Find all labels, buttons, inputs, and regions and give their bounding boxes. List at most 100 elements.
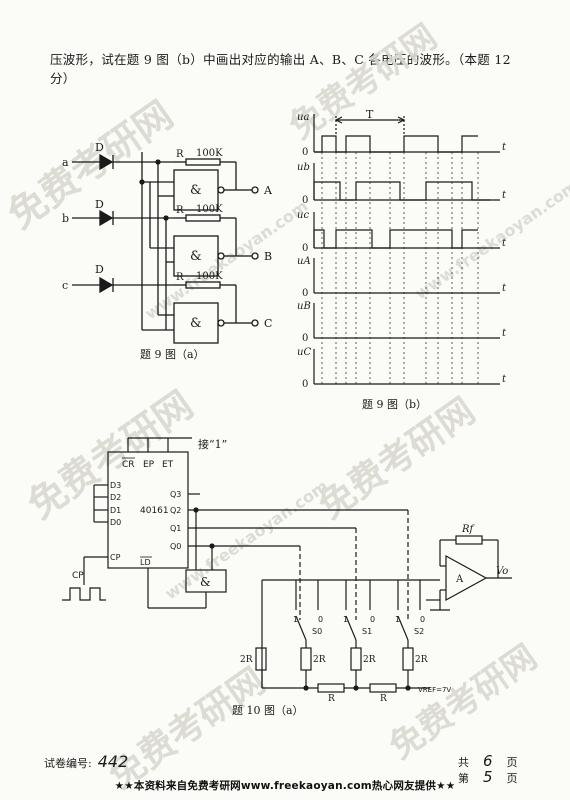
ld-pin: LD bbox=[140, 558, 151, 567]
s2-pos1: 1 bbox=[395, 615, 400, 624]
resistor-2r-label: 2R bbox=[415, 655, 428, 665]
zero-label: 0 bbox=[302, 288, 308, 299]
q3-pin: Q3 bbox=[170, 490, 181, 499]
gate1-symbol: & bbox=[190, 183, 202, 198]
zero-label: 0 bbox=[302, 147, 308, 158]
et-pin: ET bbox=[162, 460, 174, 470]
s1-pos1: 1 bbox=[343, 615, 348, 624]
d3-pin: D3 bbox=[110, 481, 121, 490]
watermark-en-2: www.freekaoyan.com bbox=[411, 176, 570, 303]
resistor-r-label: R bbox=[380, 694, 387, 704]
gate3-symbol: & bbox=[190, 316, 202, 331]
question-intro: 压波形，试在题 9 图（b）中画出对应的输出 A、B、C 各电压的波形。（本题 … bbox=[50, 52, 511, 86]
time-label: t bbox=[502, 283, 507, 294]
switch-s1-label: S1 bbox=[362, 627, 372, 636]
vo-label: Vo bbox=[496, 566, 508, 577]
input-b-label: b bbox=[62, 212, 69, 225]
resistor-label-3: R bbox=[176, 272, 184, 283]
wave-label-ub: ub bbox=[297, 162, 310, 173]
chip-name: 40161 bbox=[140, 506, 169, 516]
exam-code-label: 试卷编号: bbox=[44, 757, 92, 770]
wave-label-uc: uc bbox=[297, 210, 309, 221]
current-page: 5 bbox=[483, 768, 493, 786]
current-unit: 页 bbox=[506, 772, 518, 785]
diode-label-3: D bbox=[95, 263, 104, 276]
wave-label-uA: uA bbox=[297, 256, 311, 267]
q1-pin: Q1 bbox=[170, 524, 181, 533]
resistor-2r-label: 2R bbox=[313, 655, 326, 665]
exam-code-value: 442 bbox=[97, 752, 129, 771]
opamp-label: A bbox=[455, 574, 464, 585]
input-a-label: a bbox=[62, 156, 69, 169]
switch-s0-label: S0 bbox=[312, 627, 322, 636]
watermark-en-3: www.freekaoyan.com bbox=[161, 476, 331, 603]
s2-pos0: 0 bbox=[420, 615, 425, 624]
fig10a-circuit bbox=[62, 437, 512, 693]
zero-label: 0 bbox=[302, 195, 308, 206]
zero-label: 0 bbox=[302, 333, 308, 344]
gate2-symbol: & bbox=[190, 249, 202, 264]
fig9b-gridlines bbox=[321, 152, 479, 384]
q2-pin: Q2 bbox=[170, 506, 181, 515]
diode-label-2: D bbox=[95, 198, 104, 211]
total-label: 共 bbox=[458, 756, 469, 769]
resistor-value-3: 100K bbox=[196, 271, 223, 282]
switch-s2-label: S2 bbox=[414, 627, 424, 636]
watermark-cn-1: 免费考研网 bbox=[0, 92, 181, 237]
current-label: 第 bbox=[458, 772, 469, 785]
resistor-r-label: R bbox=[328, 694, 335, 704]
fig9b-labels: ua ub uc uA uB uC 0 0 0 0 0 0 t t t t t … bbox=[297, 108, 507, 411]
source-banner: ★★本资料来自免费考研网www.freekaoyan.com热心网友提供★★ bbox=[114, 780, 456, 792]
fig9a-circuit bbox=[72, 152, 259, 344]
time-label: t bbox=[502, 374, 507, 385]
wave-label-ua: ua bbox=[297, 112, 309, 123]
output-a-label: A bbox=[263, 184, 273, 197]
watermark-cn-4: 免费考研网 bbox=[312, 391, 483, 528]
fig9b-waveforms bbox=[313, 114, 500, 385]
watermark-cn-2: 免费考研网 bbox=[282, 17, 444, 147]
cp-pin: CP bbox=[110, 553, 121, 562]
d2-pin: D2 bbox=[110, 493, 121, 502]
period-label: T bbox=[366, 108, 374, 121]
watermark-cn-6: 免费考研网 bbox=[382, 637, 544, 767]
diode-label-1: D bbox=[95, 141, 104, 154]
time-label: t bbox=[502, 142, 507, 153]
total-pages: 6 bbox=[483, 752, 493, 770]
s0-pos0: 0 bbox=[318, 615, 323, 624]
resistor-2r-label: 2R bbox=[240, 655, 253, 665]
fig9a-caption: 题 9 图（a） bbox=[140, 348, 205, 361]
wave-label-uC: uC bbox=[297, 347, 311, 358]
resistor-2r-label: 2R bbox=[363, 655, 376, 665]
fig10a-labels: 接“1” CR EP ET D3 D2 D1 D0 40161 Q3 Q2 Q1… bbox=[72, 438, 508, 717]
input-c-label: c bbox=[62, 279, 68, 292]
output-c-label: C bbox=[264, 317, 272, 330]
cr-pin: CR bbox=[122, 460, 135, 470]
zero-label: 0 bbox=[302, 243, 308, 254]
resistor-value-1: 100K bbox=[196, 148, 223, 159]
fig9b-caption: 题 9 图（b） bbox=[362, 398, 427, 411]
d1-pin: D1 bbox=[110, 506, 121, 515]
exam-code: 试卷编号: 442 bbox=[44, 752, 128, 771]
zero-label: 0 bbox=[302, 379, 308, 390]
ep-pin: EP bbox=[143, 460, 155, 470]
connect-one-label: 接“1” bbox=[198, 438, 227, 451]
resistor-label-1: R bbox=[176, 149, 184, 160]
output-b-label: B bbox=[264, 250, 272, 263]
rf-label: Rf bbox=[461, 524, 476, 535]
time-label: t bbox=[502, 190, 507, 201]
vref-label: VREF=7V bbox=[418, 686, 451, 694]
s1-pos0: 0 bbox=[370, 615, 375, 624]
time-label: t bbox=[502, 238, 507, 249]
wave-label-uB: uB bbox=[297, 301, 311, 312]
resistor-value-2: 100K bbox=[196, 204, 223, 215]
cp-input-label: CP bbox=[72, 571, 84, 581]
watermark-en-1: www.freekaoyan.com bbox=[141, 196, 311, 323]
resistor-label-2: R bbox=[176, 205, 184, 216]
watermark-cn-5: 免费考研网 bbox=[102, 661, 273, 798]
d0-pin: D0 bbox=[110, 518, 121, 527]
ld-gate-symbol: & bbox=[200, 575, 211, 589]
time-label: t bbox=[502, 328, 507, 339]
s0-pos1: 1 bbox=[293, 615, 298, 624]
